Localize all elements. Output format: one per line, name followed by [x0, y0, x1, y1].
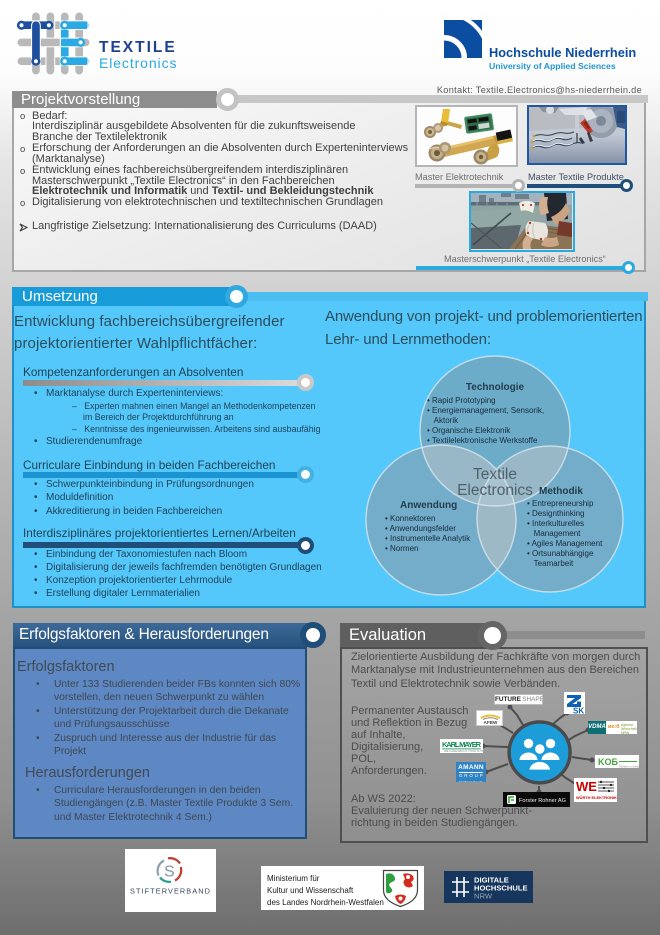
svg-text:STIFTERVERBAND: STIFTERVERBAND — [130, 887, 211, 896]
svg-text:NRW: NRW — [474, 892, 493, 901]
svg-text:WE CARE ABOUT YOUR FUTURE: WE CARE ABOUT YOUR FUTURE — [444, 749, 483, 753]
svg-text:Forster Rohner AG: Forster Rohner AG — [519, 798, 566, 804]
svg-text:S: S — [164, 864, 175, 881]
svg-text:DIGITALE: DIGITALE — [474, 876, 509, 885]
svg-text:Б: Б — [612, 757, 619, 767]
svg-text:WÜRTH ELEKTRONIK: WÜRTH ELEKTRONIK — [576, 795, 617, 800]
svg-text:Pioneer in medical textiles: Pioneer in medical textiles — [619, 765, 639, 769]
svg-text:KARL MAYER: KARL MAYER — [442, 740, 482, 749]
svg-text:SK: SK — [573, 706, 584, 714]
svg-text:HOCHSCHULE: HOCHSCHULE — [474, 884, 528, 893]
svg-text:WE: WE — [576, 779, 597, 794]
svg-text:AFBW: AFBW — [484, 720, 498, 725]
svg-text:KO: KO — [598, 757, 612, 767]
